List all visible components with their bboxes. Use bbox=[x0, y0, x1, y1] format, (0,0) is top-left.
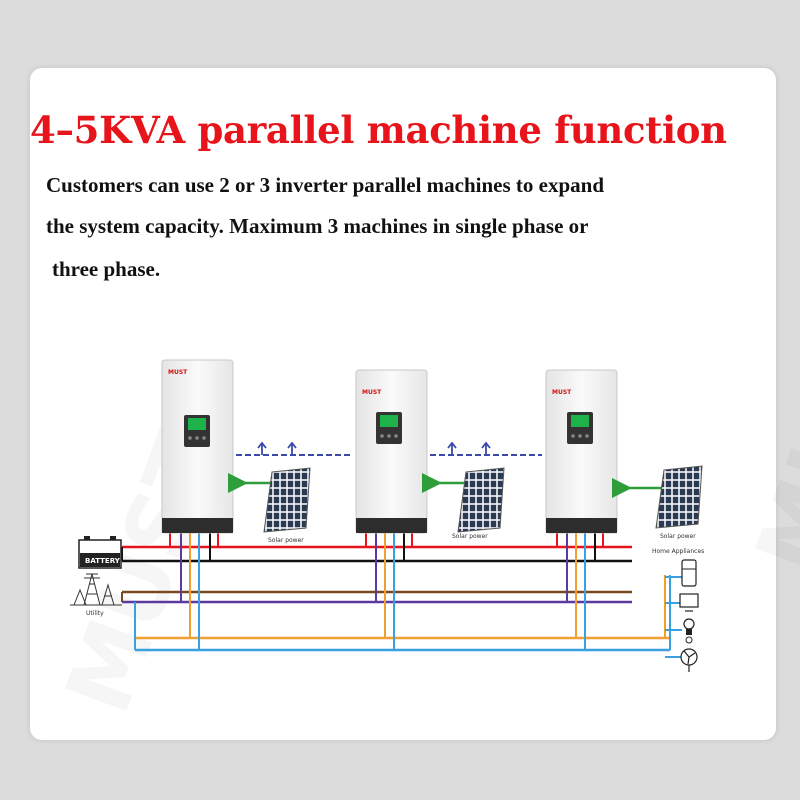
inverter-2: MUST bbox=[355, 369, 428, 534]
solar-panel-3: Solar power bbox=[612, 465, 703, 540]
solar-panel-1: Solar power bbox=[228, 467, 311, 544]
communication-link-1 bbox=[236, 441, 350, 456]
solar-label-2: Solar power bbox=[452, 533, 488, 540]
description-line-3: three phase. bbox=[52, 257, 161, 281]
fridge-icon bbox=[681, 559, 697, 587]
inverter-1-brand: MUST bbox=[168, 369, 188, 376]
inverter-3-brand: MUST bbox=[552, 389, 572, 396]
communication-link-2 bbox=[430, 441, 542, 456]
inverter-3-screen bbox=[571, 415, 589, 427]
description-line-2: the system capacity. Maximum 3 machines … bbox=[46, 214, 589, 238]
battery-label: BATTERY bbox=[85, 557, 121, 565]
inverter-3: MUST bbox=[545, 369, 618, 534]
description-line-1: Customers can use 2 or 3 inverter parall… bbox=[46, 173, 605, 197]
tv-icon bbox=[679, 593, 699, 612]
bus-lines bbox=[121, 545, 682, 658]
utility-label: Utility bbox=[86, 610, 104, 617]
inverter-1: MUST bbox=[161, 359, 234, 534]
solar-label-1: Solar power bbox=[268, 537, 304, 544]
inverter-drops bbox=[169, 533, 604, 650]
inverter-1-screen bbox=[188, 418, 206, 430]
lamp-icon bbox=[683, 618, 695, 644]
page-title: 4–5KVA parallel machine function bbox=[30, 108, 727, 152]
inverter-2-screen bbox=[380, 415, 398, 427]
solar-label-3: Solar power bbox=[660, 533, 696, 540]
home-appliances-label: Home Appliances bbox=[652, 548, 704, 555]
inverter-2-brand: MUST bbox=[362, 389, 382, 396]
utility-tower bbox=[70, 573, 122, 606]
fan-icon bbox=[680, 648, 698, 672]
solar-panel-2: Solar power bbox=[422, 467, 505, 540]
battery: BATTERY bbox=[78, 536, 122, 569]
